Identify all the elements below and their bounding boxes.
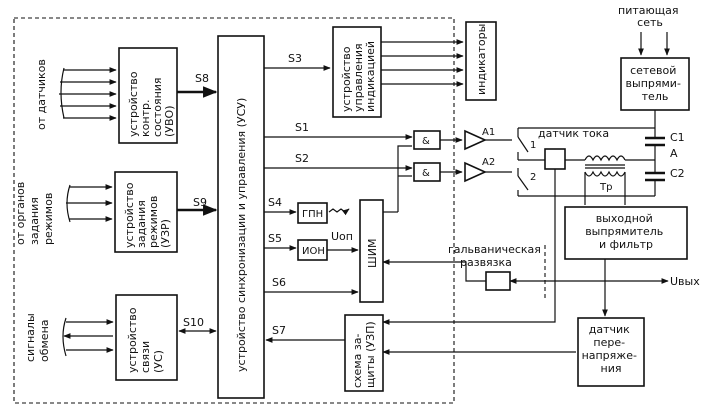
mode-input-label: от органов задания режимов <box>14 178 55 245</box>
amplifier-a2 <box>464 161 487 183</box>
uout-label: Uвых <box>670 275 700 288</box>
s3-label: S3 <box>288 52 302 65</box>
s5-label: S5 <box>268 232 282 245</box>
switch-1 <box>517 128 529 160</box>
shim-block <box>359 199 384 303</box>
uop-label: Uоп <box>331 230 353 243</box>
and-gate-2-label: & <box>422 168 430 179</box>
usu-label: устройство синхронизации и управления (У… <box>235 98 248 372</box>
current-sensor <box>544 148 566 170</box>
switch-1-label: 1 <box>530 140 536 151</box>
uzr-label: устройство задания режимов (УЗР) <box>123 179 172 248</box>
overvoltage-sensor <box>577 317 645 387</box>
and-gate-1-label: & <box>422 136 430 147</box>
s2-label: S2 <box>295 152 309 165</box>
uzr-block <box>114 171 178 253</box>
ion-label: ИОН <box>302 246 325 257</box>
galvanic-label: гальваническая развязка <box>448 243 544 269</box>
output-rectifier <box>564 206 688 260</box>
indicator-control-block <box>332 26 382 118</box>
indicator-bus <box>381 39 464 87</box>
a1-label: A1 <box>482 127 495 138</box>
current-feedback-line <box>382 169 556 325</box>
capacitor-c2 <box>645 171 665 196</box>
mains-rectifier-label: сетевой выпрями- тель <box>626 64 685 103</box>
current-sensor-label: датчик тока <box>538 127 609 140</box>
shim-label: ШИМ <box>366 239 379 268</box>
galvanic-isolation-block <box>485 271 511 291</box>
indicator-control-label: устройство управления индикацией <box>340 40 377 112</box>
uzp-block <box>344 314 384 392</box>
gpn-block <box>297 202 328 224</box>
transformer-tp <box>584 155 626 177</box>
output-rectifier-label: выходной выпрямитель и фильтр <box>585 212 667 251</box>
mains-rectifier <box>620 57 690 111</box>
s1-label: S1 <box>295 121 309 134</box>
capacitor-c1 <box>645 128 665 173</box>
mode-input-arrows <box>66 184 113 223</box>
switch-2 <box>517 168 529 196</box>
supply-net-label: питающая сеть <box>618 4 682 29</box>
gpn-label: ГПН <box>302 209 323 220</box>
control-board-boundary <box>13 17 455 404</box>
uzp-label: схема за- щиты (УЗП) <box>351 321 377 388</box>
sensors-input-label: от датчиков <box>35 59 48 130</box>
s9-label: S9 <box>193 196 207 209</box>
us-label: устройство связи (УС) <box>126 304 165 373</box>
c1-label: C1 <box>670 131 685 144</box>
us-block <box>115 294 178 381</box>
uvo-label: устройство контр. состояния (УВО) <box>127 68 176 137</box>
switch-2-label: 2 <box>530 172 536 183</box>
s6-label: S6 <box>272 276 286 289</box>
indicators-label: индикаторы <box>475 24 488 95</box>
a2-label: A2 <box>482 157 495 168</box>
s4-label: S4 <box>268 196 282 209</box>
s7-label: S7 <box>272 324 286 337</box>
node-a-label: A <box>670 147 678 160</box>
sensor-input-arrows <box>59 67 117 121</box>
c2-label: C2 <box>670 167 685 180</box>
uvo-block <box>118 47 178 144</box>
overvoltage-sensor-label: датчик пере- напряже- ния <box>582 323 641 375</box>
usu-block <box>217 35 265 399</box>
exchange-input-label: сигналы обмена <box>24 310 51 362</box>
indicators-block <box>465 21 497 101</box>
s10-label: S10 <box>183 316 204 329</box>
exchange-input-arrows <box>62 317 114 357</box>
s8-label: S8 <box>195 72 209 85</box>
amplifier-a1 <box>464 129 487 151</box>
transformer-label: Тр <box>599 182 612 193</box>
pwm-to-gates <box>397 145 412 212</box>
